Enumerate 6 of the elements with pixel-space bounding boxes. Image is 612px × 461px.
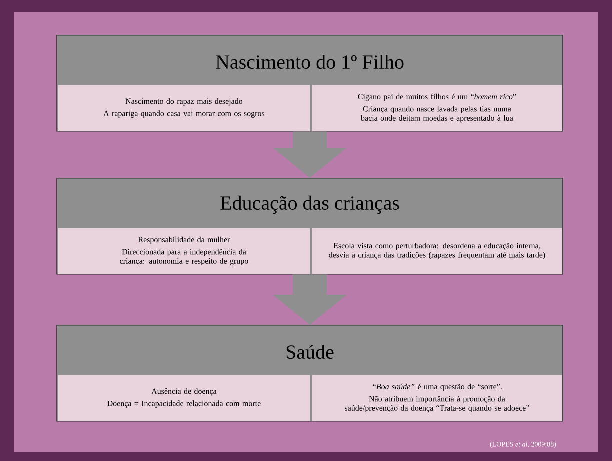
text-cell: Ausência de doença Doença = Incapacidade relacionada com morte [58,375,310,422]
text-cell: Responsabilidade da mulher Direccionada para a independência da criança: autonomia e respeito de grupo [58,228,310,274]
text-cell: Cigano pai de muitos filhos é um “homem rico” Criança quando nasce lavada pelas tias numa bacia onde deitam moedas e apresentado à lua [312,85,562,132]
text-cell: Escola vista como perturbadora: desordena a educação interna, desvia a criança das tradições (rapazes frequentam até mais tarde) [312,228,562,274]
text-cell: “Boa saúde” é uma questão de “sorte”. Não atribuem importância á promoção da saúde/prevenção da doença “Trata-se quando se adoece” [312,375,562,422]
text-cell: Nascimento do rapaz mais desejado A rapariga quando casa vai morar com os sogros [58,85,310,132]
